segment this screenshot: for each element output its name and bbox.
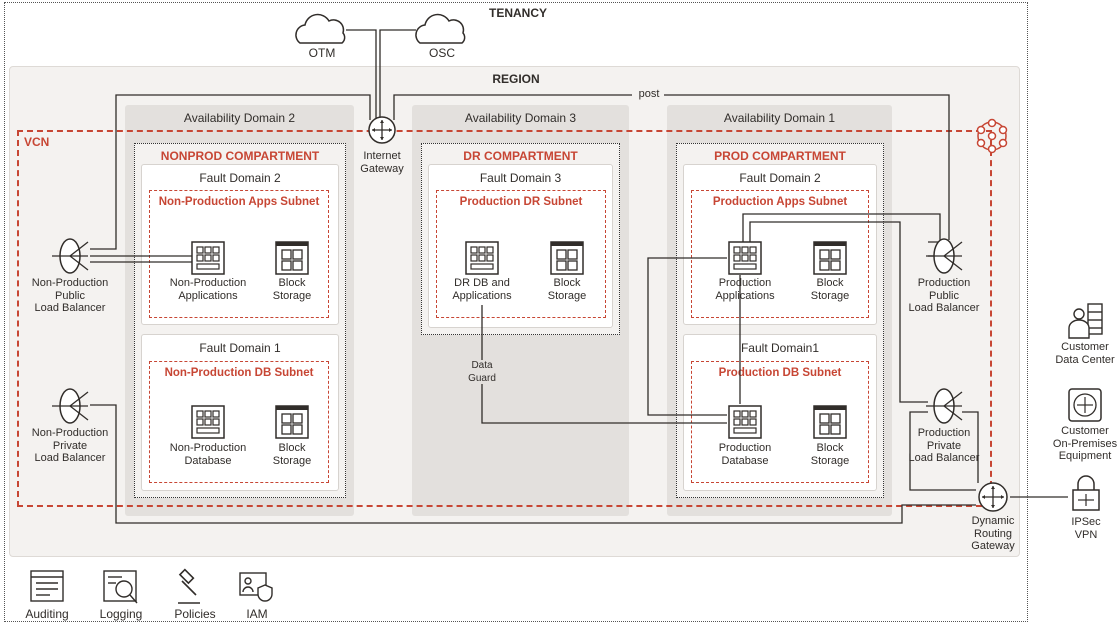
- nonprod-apps-subnet: [149, 190, 329, 318]
- auditing-icon: [30, 570, 64, 602]
- nonprod-db-label: Non-Production Database: [169, 442, 247, 467]
- ipsec-label: IPSec VPN: [1071, 516, 1101, 541]
- prod-db-label: Production Database: [718, 442, 772, 467]
- dr-storage-label: Block Storage: [547, 277, 587, 302]
- internet-gateway-label: Internet Gateway: [360, 150, 404, 175]
- prod-fd2-title: Fault Domain 2: [739, 171, 821, 185]
- otm-label: OTM: [308, 46, 336, 60]
- policies-icon: [178, 568, 200, 604]
- vcn-label: VCN: [24, 135, 50, 149]
- nonprod-compartment-label: NONPROD COMPARTMENT: [160, 149, 320, 163]
- ad1-title: Availability Domain 1: [723, 111, 836, 125]
- tenancy-label: TENANCY: [488, 6, 547, 20]
- prod-compartment-label: PROD COMPARTMENT: [714, 149, 846, 163]
- data-guard-label: Data Guard: [468, 360, 496, 384]
- prod-apps-label: Production Applications: [715, 277, 775, 302]
- ad3-title: Availability Domain 3: [464, 111, 577, 125]
- nonprod-fd2-title: Fault Domain 2: [199, 171, 281, 185]
- region-label: REGION: [492, 72, 540, 86]
- prod-apps-subnet-label: Production Apps Subnet: [712, 196, 848, 208]
- tenancy-frame: [4, 2, 1028, 622]
- nonprod-apps-subnet-label: Non-Production Apps Subnet: [158, 196, 320, 208]
- prod-db-storage-label: Block Storage: [810, 442, 850, 467]
- nonprod-apps-storage-label: Block Storage: [272, 277, 312, 302]
- nonprod-db-storage-label: Block Storage: [272, 442, 312, 467]
- prod-apps-subnet: [691, 190, 869, 318]
- prod-db-subnet: [691, 361, 869, 483]
- dr-subnet: [436, 190, 606, 318]
- service-auditing-label: Auditing: [25, 607, 69, 621]
- prod-db-subnet-label: Production DB Subnet: [718, 367, 842, 379]
- service-logging-label: Logging: [99, 607, 143, 621]
- osc-label: OSC: [428, 46, 455, 60]
- service-policies-label: Policies: [174, 607, 216, 621]
- dr-compartment-label: DR COMPARTMENT: [463, 149, 578, 163]
- post-label: post: [634, 88, 664, 101]
- prod-public-lb-label: Production Public Load Balancer: [908, 277, 980, 314]
- prod-fd1-title: Fault Domain1: [740, 341, 820, 355]
- ad2-title: Availability Domain 2: [183, 111, 296, 125]
- drg-label: Dynamic Routing Gateway: [971, 515, 1015, 552]
- prod-apps-storage-label: Block Storage: [810, 277, 850, 302]
- vcn-frame: [17, 130, 992, 507]
- nonprod-public-lb-label: Non-Production Public Load Balancer: [31, 277, 109, 314]
- nonprod-db-subnet-label: Non-Production DB Subnet: [164, 367, 314, 379]
- dr-apps-label: DR DB and Applications: [452, 277, 512, 302]
- nonprod-apps-label: Non-Production Applications: [169, 277, 247, 302]
- nonprod-db-subnet: [149, 361, 329, 483]
- customer-dc-label: Customer Data Center: [1055, 341, 1115, 366]
- nonprod-fd1-title: Fault Domain 1: [199, 341, 281, 355]
- dr-subnet-label: Production DR Subnet: [459, 196, 583, 208]
- iam-icon: [239, 572, 273, 602]
- prod-private-lb-label: Production Private Load Balancer: [908, 427, 980, 464]
- service-iam-label: IAM: [246, 607, 268, 621]
- nonprod-private-lb-label: Non-Production Private Load Balancer: [31, 427, 109, 464]
- customer-cpe-label: Customer On-Premises Equipment: [1052, 425, 1118, 462]
- dr-fd3-title: Fault Domain 3: [479, 171, 562, 185]
- logging-icon: [103, 570, 138, 604]
